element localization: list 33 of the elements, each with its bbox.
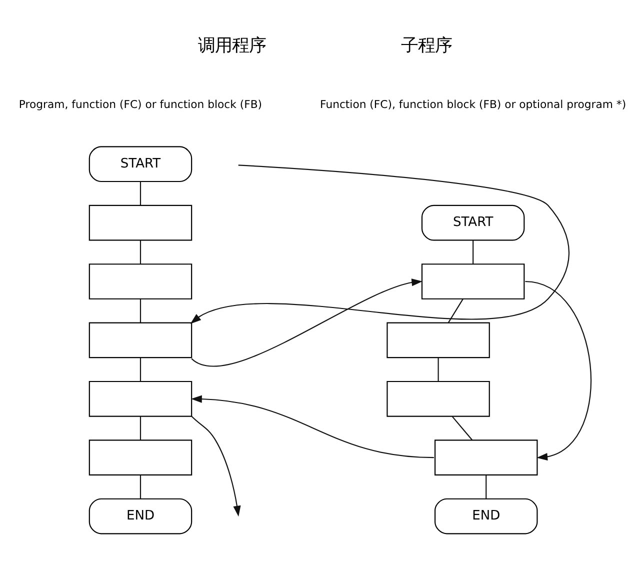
label: 子程序 xyxy=(400,36,452,56)
arrow xyxy=(191,416,241,517)
node-box xyxy=(421,264,525,300)
node-box xyxy=(88,264,192,300)
node-box xyxy=(88,204,192,241)
arrow xyxy=(190,164,570,324)
label: 调用程序 xyxy=(198,36,266,56)
node-box: START xyxy=(421,204,525,241)
arrow xyxy=(191,278,423,367)
connector xyxy=(140,240,142,264)
node-box: START xyxy=(88,146,192,182)
arrow xyxy=(525,280,592,461)
node-box: END xyxy=(434,498,538,534)
connector xyxy=(140,416,142,440)
connector xyxy=(438,358,439,382)
connector xyxy=(486,475,487,499)
arrow xyxy=(191,395,434,458)
connector xyxy=(140,358,142,382)
connector xyxy=(448,298,464,323)
node-box xyxy=(88,322,192,358)
connector xyxy=(140,475,142,499)
connector xyxy=(140,182,142,206)
node-box xyxy=(434,440,538,476)
node-box: END xyxy=(88,498,192,534)
node-box xyxy=(386,322,490,358)
connector xyxy=(472,240,474,264)
node-box xyxy=(88,440,192,476)
connector xyxy=(140,298,142,323)
label: Function (FC), function block (FB) or optional program *) xyxy=(320,98,626,112)
label: Program, function (FC) or function block (FB) xyxy=(18,98,262,112)
node-box xyxy=(88,380,192,417)
connector xyxy=(452,416,473,440)
node-box xyxy=(386,380,490,417)
